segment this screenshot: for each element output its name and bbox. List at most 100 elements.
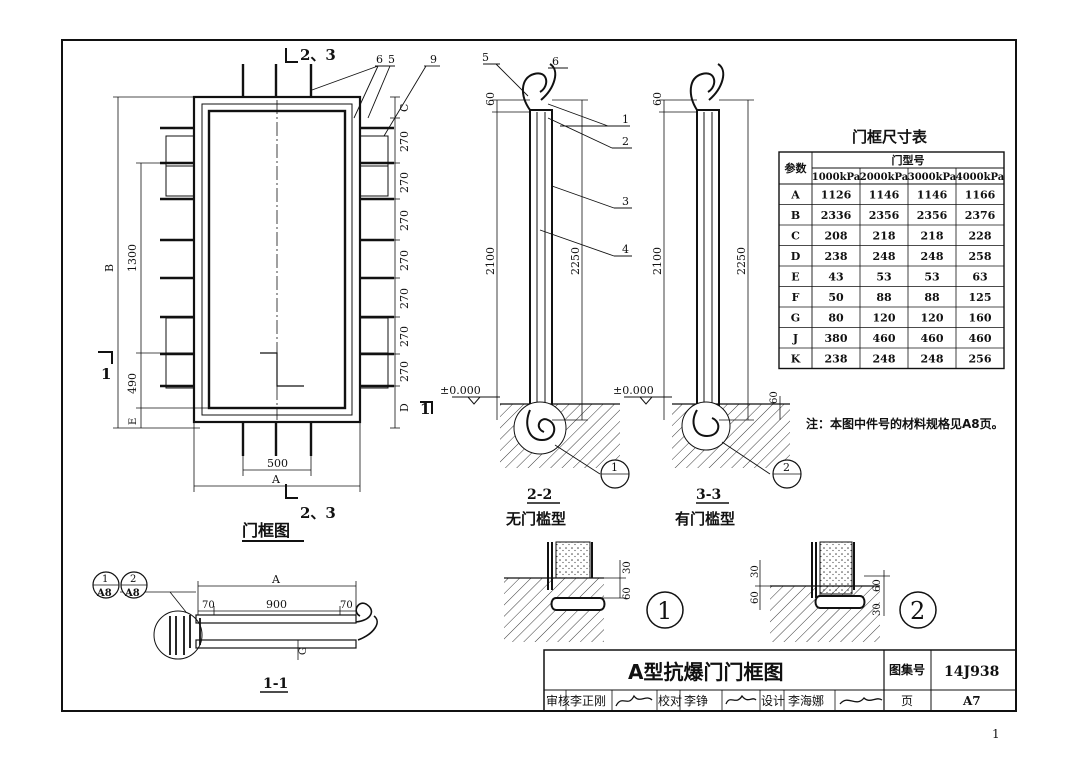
- d2-dim-30b: 30: [872, 603, 883, 616]
- s11-ref-2: 2: [130, 574, 136, 585]
- dim-270-4: 270: [398, 250, 411, 271]
- tb-atlas-no: 14J938: [944, 664, 999, 680]
- table-cell: 256: [969, 352, 992, 365]
- table-cell: 88: [924, 291, 940, 304]
- tb-reviewer: 李正刚: [570, 693, 606, 708]
- table-cell: 248: [921, 250, 944, 263]
- table-cell: 2336: [821, 209, 852, 222]
- table-cell: 248: [921, 352, 944, 365]
- table-cell: 50: [828, 291, 844, 304]
- s11-ref-1: 1: [102, 574, 108, 585]
- s22-leader-1: 1: [622, 113, 629, 126]
- table-cell: 228: [969, 229, 992, 242]
- section-2-2: [452, 63, 632, 489]
- table-corner-header: 参数: [785, 161, 808, 175]
- section-1-1: [92, 571, 378, 660]
- s33-detail-ref: 2: [783, 461, 790, 474]
- s22-dim-2250: 2250: [569, 247, 582, 275]
- tb-atlas-label: 图集号: [889, 662, 925, 677]
- section-label-1-right: 1: [420, 400, 430, 418]
- table-cell: 2356: [917, 209, 948, 222]
- table-cell: 380: [825, 332, 848, 345]
- table-cell: 1126: [821, 188, 852, 201]
- table-cell: 460: [921, 332, 944, 345]
- table-cell: 460: [969, 332, 992, 345]
- d2-label: 2: [910, 597, 925, 625]
- table-title: 门框尺寸表: [852, 128, 928, 146]
- table-cell: 238: [825, 352, 848, 365]
- s22-leader-2: 2: [622, 135, 629, 148]
- table-row-param: G: [791, 311, 800, 324]
- table-cell: 120: [921, 311, 944, 324]
- page-number: 1: [992, 727, 1000, 741]
- dim-E: E: [128, 418, 139, 425]
- s22-title: 2-2: [527, 487, 552, 503]
- table-cell: 160: [969, 311, 992, 324]
- dim-D: D: [398, 403, 411, 412]
- table-cell: 63: [972, 270, 987, 283]
- table-row-param: E: [791, 270, 799, 283]
- table-row-param: A: [790, 188, 800, 201]
- s33-dim-2250: 2250: [735, 247, 748, 275]
- table-col-header: 1000kPa: [812, 172, 861, 183]
- tb-checker: 李铮: [684, 693, 708, 708]
- table-row-param: B: [791, 209, 800, 222]
- s22-leader-3: 3: [622, 195, 629, 208]
- top-leaders: [311, 65, 440, 137]
- table-cell: 80: [828, 311, 844, 324]
- leader-label-5: 5: [388, 53, 395, 66]
- d2-dim-30a: 30: [750, 565, 761, 578]
- s11-ref-sheet-2: A8: [124, 588, 140, 599]
- left-dims: [113, 96, 209, 429]
- dim-270-3: 270: [398, 210, 411, 231]
- frame-title: 门框图: [242, 521, 290, 540]
- s22-dim-60: 60: [484, 92, 497, 106]
- table-cell: 218: [873, 229, 896, 242]
- table-cell: 248: [873, 352, 896, 365]
- table-cell: 218: [921, 229, 944, 242]
- dim-1300: 1300: [126, 244, 139, 272]
- section-3-3: [624, 63, 802, 489]
- table-row-param: C: [791, 229, 800, 242]
- s11-dim-70a: 70: [202, 600, 215, 611]
- table-cell: 1166: [965, 188, 996, 201]
- s33-level: ±0.000: [613, 384, 654, 397]
- table-col-header: 2000kPa: [860, 172, 909, 183]
- s33-title: 3-3: [696, 487, 721, 503]
- section-label-23-top: 2、3: [300, 46, 336, 64]
- dim-A-elev: A: [271, 473, 281, 486]
- section-cut-23: [285, 48, 298, 499]
- dim-270-2: 270: [398, 172, 411, 193]
- table-cell: 43: [828, 270, 843, 283]
- right-dim-chain: [390, 96, 400, 429]
- s22-leader-6: 6: [552, 55, 559, 68]
- table-cell: 2356: [869, 209, 900, 222]
- table-cell: 238: [825, 250, 848, 263]
- table-note: 注：本图中件号的材料规格见A8页。: [806, 416, 1004, 431]
- leader-label-6: 6: [376, 53, 383, 66]
- section-label-23-bottom: 2、3: [300, 504, 336, 522]
- tb-page-label: 页: [901, 694, 913, 708]
- tb-checker-label: 校对: [658, 693, 682, 708]
- s33-dim-2100: 2100: [651, 247, 664, 275]
- table-row-param: K: [791, 352, 801, 365]
- table-row-param: D: [791, 250, 801, 263]
- s11-dim-900: 900: [266, 598, 287, 611]
- s22-dim-2100: 2100: [484, 247, 497, 275]
- sheet-border: [61, 39, 1017, 712]
- table-cell: 53: [924, 270, 939, 283]
- table-cell: 120: [873, 311, 896, 324]
- table-cell: 53: [876, 270, 891, 283]
- tb-designer: 李海娜: [788, 693, 824, 708]
- table-row-param: F: [792, 291, 800, 304]
- tb-title: A型抗爆门门框图: [628, 660, 783, 684]
- d1-dim-60: 60: [622, 587, 633, 600]
- section-cut-1: [98, 351, 433, 414]
- d1-label: 1: [657, 597, 672, 625]
- tb-page-no: A7: [962, 694, 981, 708]
- s22-level: ±0.000: [440, 384, 481, 397]
- table-row-param: J: [792, 332, 798, 345]
- dim-C: C: [398, 104, 411, 112]
